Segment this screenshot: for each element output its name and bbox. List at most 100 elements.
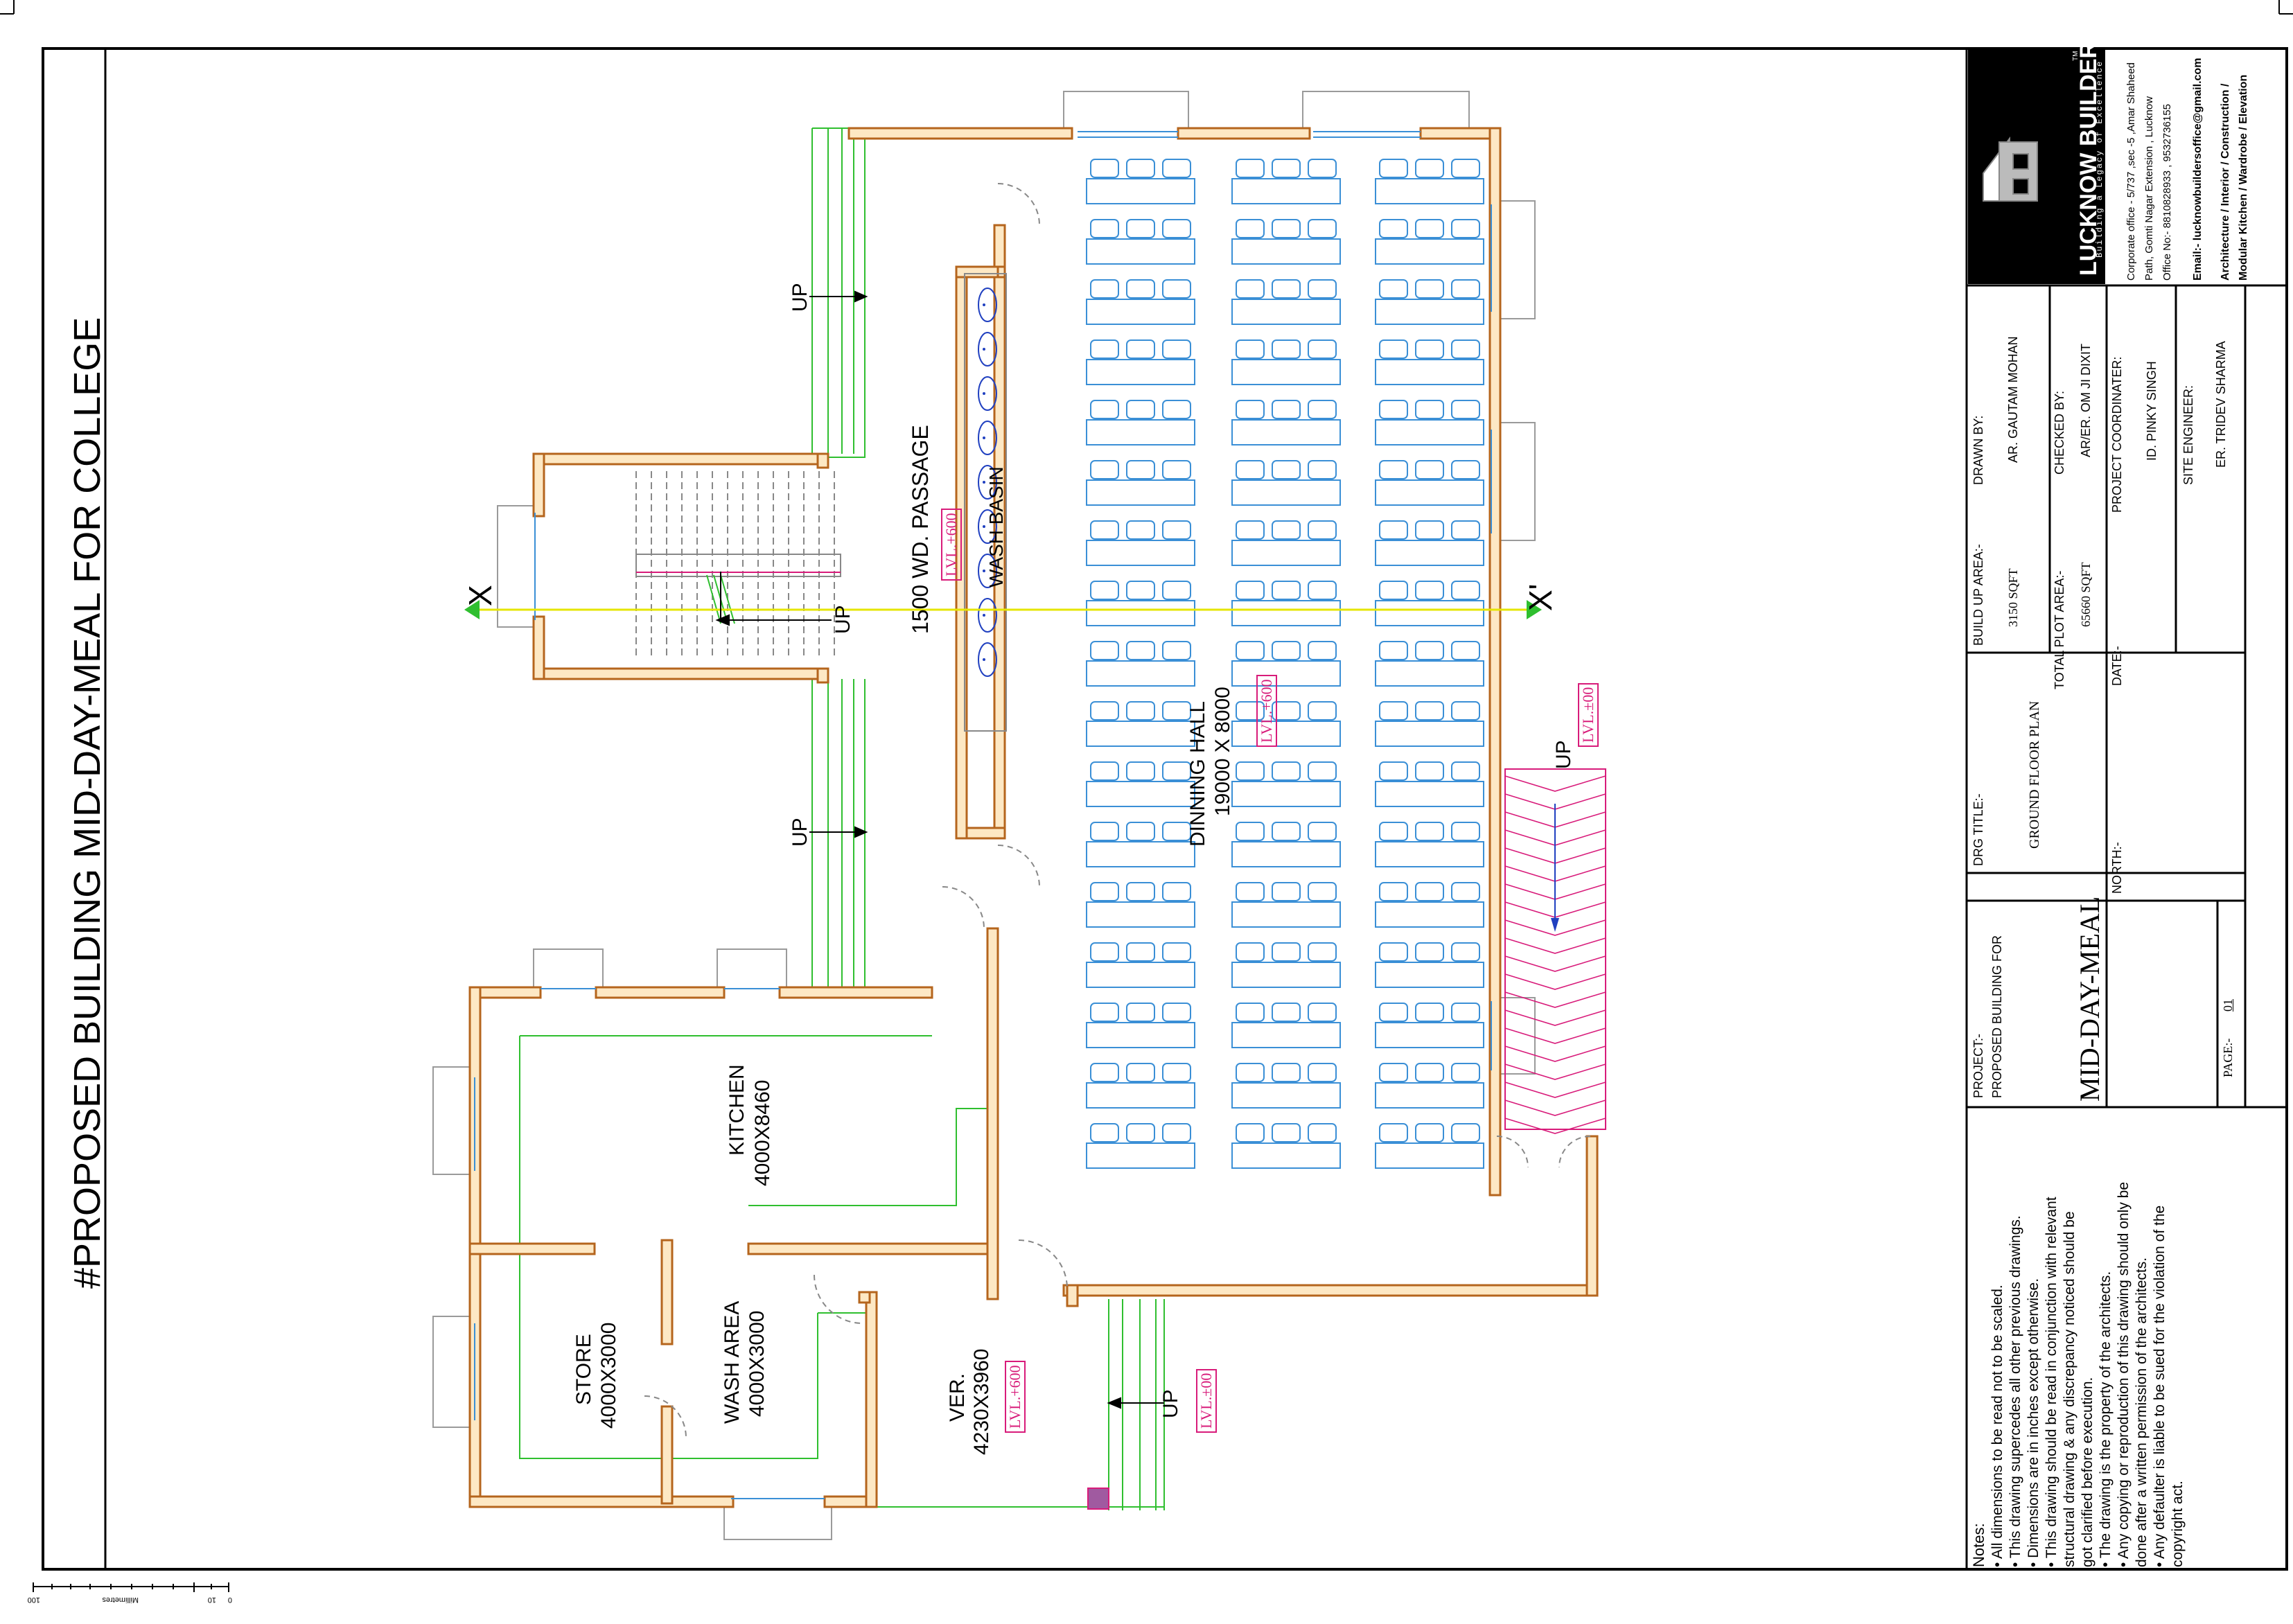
basin-drain (983, 436, 985, 439)
note-line: • Dimensions are in inches except otherw… (2026, 1278, 2041, 1567)
wall-segment (1177, 127, 1311, 140)
note-line: structural drawing & any discrepancy not… (2062, 1211, 2077, 1567)
dining-chair (1451, 1123, 1480, 1142)
dining-table (1375, 660, 1484, 687)
verandah-level-tag: LVL.+600 (1005, 1361, 1026, 1433)
dining-table (1086, 721, 1195, 747)
dining-chair (1272, 159, 1301, 178)
dining-table (1375, 962, 1484, 988)
dining-table (1231, 540, 1341, 566)
company-office: Office No:- 8810828933 , 9532736155 (2161, 104, 2173, 281)
dining-chair (1126, 822, 1155, 841)
ramp-chevron (1504, 1118, 1606, 1134)
dining-chair (1451, 641, 1480, 660)
dining-chair (1126, 159, 1155, 178)
dining-table (1231, 479, 1341, 506)
dining-chair (1236, 1063, 1265, 1082)
dining-chair (1126, 1123, 1155, 1142)
dining-chair (1415, 400, 1444, 419)
dining-chair (1451, 822, 1480, 841)
company-tagline: Building a Legacy of Excellence (2095, 60, 2105, 258)
dining-chair (1379, 520, 1408, 540)
dining-chair (1451, 581, 1480, 600)
dining-table (1375, 600, 1484, 626)
dining-chair (1415, 339, 1444, 359)
dining-table (1231, 901, 1341, 928)
ramp-chevron (1504, 1009, 1606, 1026)
dining-chair (1272, 761, 1301, 781)
dining-chair (1451, 219, 1480, 238)
dining-table (1231, 238, 1341, 265)
wall-segment (468, 1242, 596, 1255)
notes-list: • All dimensions to be read not to be sc… (1989, 1182, 2187, 1567)
wash-basin-icon (978, 642, 997, 677)
dining-table (1086, 600, 1195, 626)
company-address2: Path, Gomti Nagar Extension , Lucknow (2143, 96, 2155, 281)
note-line: copyright act. (2170, 1481, 2186, 1567)
staircase (635, 471, 835, 658)
windows (474, 131, 1492, 1499)
dining-chair (1308, 581, 1337, 600)
dining-chair (1236, 822, 1265, 841)
dining-chair (1308, 942, 1337, 962)
dining-table (1375, 359, 1484, 385)
wash-basin-label: WASH BASIN (985, 466, 1007, 588)
dining-table (1375, 901, 1484, 928)
basin-drain (983, 392, 985, 395)
wall-segment (532, 452, 545, 518)
wash-area-name: WASH AREA (721, 1300, 744, 1424)
dining-table (1231, 178, 1341, 204)
dining-table (1375, 299, 1484, 325)
sheet-border (42, 47, 2288, 1571)
dining-chair (1126, 219, 1155, 238)
checked-by-label: CHECKED BY: (2053, 390, 2066, 475)
scale-bar (33, 1582, 229, 1592)
dining-table (1086, 1082, 1195, 1109)
wall-segment (1585, 1135, 1599, 1297)
dining-chair (1162, 400, 1191, 419)
ramp-chevron (1504, 973, 1606, 990)
dining-table (1375, 1082, 1484, 1109)
dining-chair (1272, 460, 1301, 479)
basin-counter (964, 273, 1007, 732)
drg-title-label: DRG TITLE:- (1971, 793, 1985, 866)
section-line (464, 600, 1542, 619)
sheet-title: #PROPOSED BUILDING MID-DAY-MEAL FOR COLL… (67, 317, 108, 1289)
verandah-name: VER. (946, 1373, 969, 1422)
dining-chair (1090, 1003, 1119, 1022)
dining-table (1375, 1142, 1484, 1169)
dining-chair (1379, 641, 1408, 660)
dining-chair (1308, 822, 1337, 841)
dining-table (1375, 721, 1484, 747)
build-up-label: BUILD UP AREA:- (1971, 544, 1985, 646)
scale-max: 100 (27, 1596, 40, 1604)
dining-chair (1272, 400, 1301, 419)
ramp-chevron (1504, 919, 1606, 936)
dining-chair (1415, 520, 1444, 540)
dining-table (1375, 238, 1484, 265)
dining-chair (1090, 1063, 1119, 1082)
ramp-chevron (1504, 937, 1606, 954)
dining-chair (1236, 761, 1265, 781)
dining-chair (1308, 400, 1337, 419)
dining-chair (1272, 1063, 1301, 1082)
note-line: • Any defaulter is liable to be sued for… (2152, 1205, 2168, 1567)
wall-segment (532, 452, 826, 466)
dining-chair (1272, 339, 1301, 359)
dining-table (1086, 419, 1195, 445)
dining-chair (1162, 701, 1191, 721)
dining-chair (1272, 882, 1301, 901)
up-label-2: UP (789, 818, 811, 847)
wash-basin-icon (978, 332, 997, 367)
dining-chair (1415, 1063, 1444, 1082)
project-label: PROJECT:- (1971, 1033, 1985, 1098)
up-label-5: UP (1552, 740, 1575, 769)
dining-chair (1272, 1123, 1301, 1142)
dining-chair (1308, 701, 1337, 721)
dining-chair (1272, 641, 1301, 660)
note-line: done after a written permission of the a… (2134, 1257, 2150, 1567)
dining-chair (1379, 1123, 1408, 1142)
dining-table (1231, 600, 1341, 626)
wash-basin-icon (978, 509, 997, 544)
